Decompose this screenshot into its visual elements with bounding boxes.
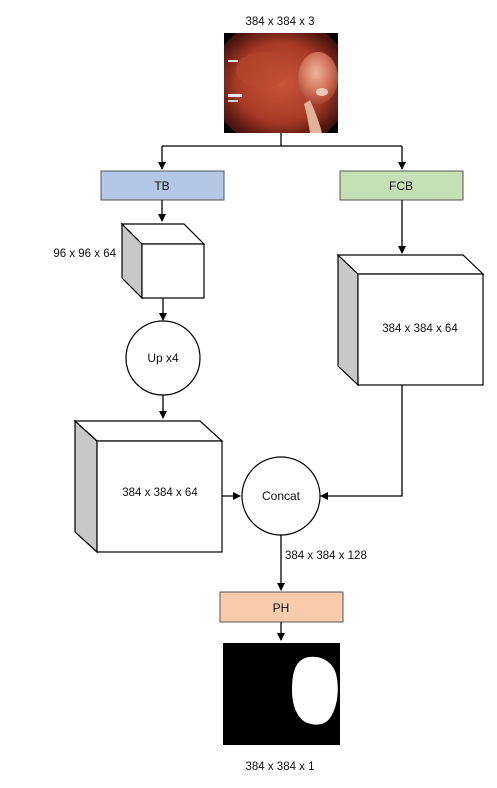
concat-output-dims: 384 x 384 x 128 bbox=[285, 550, 367, 562]
fcb-block-rect bbox=[339, 170, 464, 201]
fcb-output-tensor bbox=[336, 253, 485, 387]
ph-block-rect bbox=[219, 591, 344, 623]
tb-output-tensor bbox=[120, 222, 206, 300]
ph-block: PH bbox=[219, 591, 344, 623]
fcb-block: FCB bbox=[339, 170, 464, 201]
output-mask-image bbox=[223, 643, 340, 745]
ph-label: PH bbox=[273, 601, 290, 615]
input-dims-label: 384 x 384 x 3 bbox=[245, 16, 314, 28]
upsampled-tensor bbox=[73, 419, 224, 554]
tb-label: TB bbox=[154, 179, 169, 193]
tb-block: TB bbox=[100, 170, 225, 201]
upsample-node: Up x4 bbox=[125, 320, 201, 396]
concat-node: Concat bbox=[241, 456, 321, 536]
upsampled-dims: 384 x 384 x 64 bbox=[122, 487, 198, 499]
upsample-label: Up x4 bbox=[147, 351, 179, 365]
input-endoscopy-image bbox=[224, 33, 338, 133]
fcb-label: FCB bbox=[389, 179, 413, 193]
concat-label: Concat bbox=[262, 489, 301, 503]
fcb-output-dims: 384 x 384 x 64 bbox=[382, 323, 458, 335]
tb-output-dims: 96 x 96 x 64 bbox=[53, 248, 116, 260]
output-dims-label: 384 x 384 x 1 bbox=[245, 761, 314, 773]
